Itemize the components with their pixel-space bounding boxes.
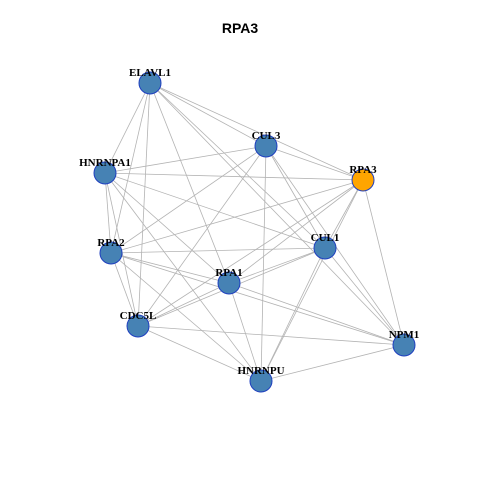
- edge-rpa3-hnrnpu: [260, 179, 364, 382]
- node-hnrnpu[interactable]: [249, 369, 273, 393]
- edge-rpa3-cdc5l: [137, 179, 364, 327]
- edge-hnrnpa1-rpa1: [104, 172, 230, 284]
- edge-cdc5l-hnrnpu: [137, 325, 262, 382]
- edge-rpa3-rpa1: [228, 179, 364, 284]
- edge-cul3-cdc5l: [137, 145, 267, 327]
- node-cul3[interactable]: [254, 134, 278, 158]
- edge-elavl1-npm1: [149, 82, 405, 346]
- node-npm1[interactable]: [392, 333, 416, 357]
- edge-rpa3-npm1: [362, 179, 405, 346]
- edge-rpa1-cdc5l: [137, 282, 230, 327]
- edge-cul3-cul1: [265, 145, 326, 249]
- node-label-cul3: CUL3: [252, 130, 281, 142]
- node-cdc5l[interactable]: [126, 314, 150, 338]
- edge-cul3-hnrnpa1: [104, 145, 267, 174]
- edge-cul1-hnrnpu: [260, 247, 326, 382]
- edge-cul3-rpa2: [110, 145, 267, 254]
- edge-rpa2-cdc5l: [110, 252, 139, 327]
- node-label-rpa3: RPA3: [349, 164, 377, 176]
- node-rpa2[interactable]: [99, 241, 123, 265]
- node-elavl1[interactable]: [138, 71, 162, 95]
- edge-cul1-rpa1: [228, 247, 326, 284]
- edge-hnrnpa1-cul1: [104, 172, 326, 249]
- edge-rpa2-rpa1: [110, 252, 230, 284]
- node-label-elavl1: ELAVL1: [129, 67, 171, 79]
- node-label-hnrnpu: HNRNPU: [237, 365, 284, 377]
- edge-cdc5l-npm1: [137, 325, 405, 346]
- edge-elavl1-rpa3: [149, 82, 364, 181]
- edge-rpa3-cul1: [324, 179, 364, 249]
- edge-elavl1-hnrnpa1: [104, 82, 151, 174]
- nodes-layer: [93, 71, 416, 393]
- node-label-npm1: NPM1: [389, 329, 420, 341]
- edge-rpa2-hnrnpu: [110, 252, 262, 382]
- node-hnrnpa1[interactable]: [93, 161, 117, 185]
- node-cul1[interactable]: [313, 236, 337, 260]
- node-label-rpa1: RPA1: [215, 267, 242, 279]
- edge-rpa3-rpa2: [110, 179, 364, 254]
- edge-hnrnpa1-rpa2: [104, 172, 112, 254]
- edge-rpa2-npm1: [110, 252, 405, 346]
- node-label-rpa2: RPA2: [97, 237, 125, 249]
- node-rpa1[interactable]: [217, 271, 241, 295]
- edge-elavl1-cdc5l: [137, 82, 151, 327]
- graph-title: RPA3: [221, 20, 259, 36]
- edge-cul1-npm1: [324, 247, 405, 346]
- edges-layer: [104, 82, 405, 382]
- edge-rpa1-hnrnpu: [228, 282, 262, 382]
- edge-hnrnpa1-rpa3: [104, 172, 364, 181]
- edge-rpa1-npm1: [228, 282, 405, 346]
- node-rpa3[interactable]: [351, 168, 375, 192]
- edge-hnrnpa1-hnrnpu: [104, 172, 262, 382]
- edge-cul3-hnrnpu: [260, 145, 267, 382]
- node-label-cdc5l: CDC5L: [120, 310, 157, 322]
- edge-elavl1-cul3: [149, 82, 267, 147]
- edge-elavl1-rpa2: [110, 82, 151, 254]
- edge-rpa2-cul1: [110, 247, 326, 254]
- node-label-cul1: CUL1: [311, 232, 340, 244]
- node-label-hnrnpa1: HNRNPA1: [79, 157, 131, 169]
- edge-hnrnpu-npm1: [260, 344, 405, 382]
- edge-elavl1-rpa1: [149, 82, 230, 284]
- edge-cul3-rpa3: [265, 145, 364, 181]
